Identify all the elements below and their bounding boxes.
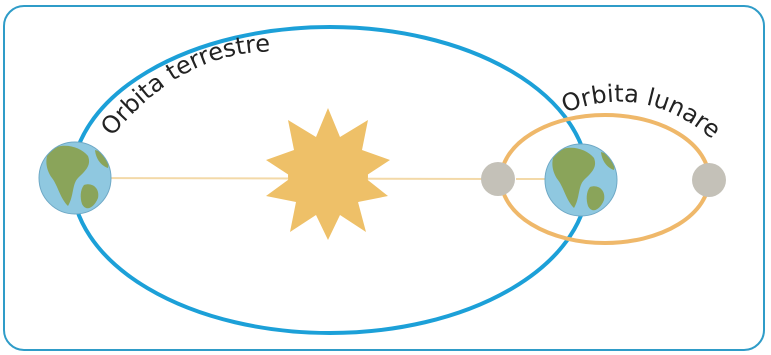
moon-icon xyxy=(692,163,726,197)
alignment-line xyxy=(75,178,498,179)
moon-icon xyxy=(481,162,515,196)
earth-globe-icon xyxy=(39,142,111,214)
earth-globe-icon xyxy=(545,144,617,216)
